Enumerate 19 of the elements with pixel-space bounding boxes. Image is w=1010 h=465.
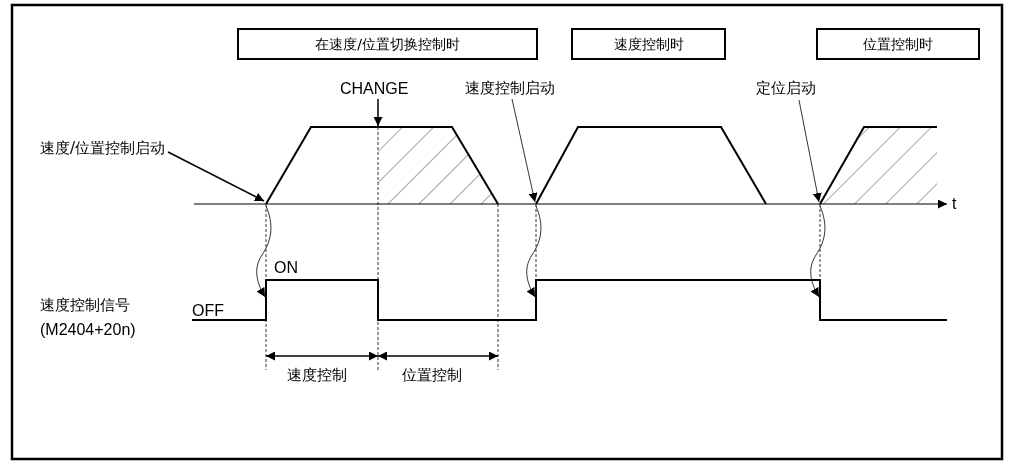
state-label: OFF [192,302,224,320]
leader-text: CHANGE [340,80,409,98]
leader-text: 定位启动 [756,79,816,97]
speed-curve [535,126,767,205]
dimension-label: 速度控制 [287,366,347,384]
dimension-label: 位置控制 [402,366,462,384]
leader-text: 速度/位置控制启动 [40,139,166,157]
leader-line [167,151,265,202]
phase-box: 位置控制时 [816,28,980,60]
speed-curve [819,126,938,205]
phase-box: 在速度/位置切换控制时 [237,28,538,60]
state-label: ON [274,259,298,277]
leader-line [373,98,383,127]
leader-text: 速度控制启动 [465,79,555,97]
signal-name: (M2404+20n) [40,321,136,339]
signal-name: 速度控制信号 [40,296,130,314]
axis-label: t [952,195,957,213]
phase-box: 速度控制时 [571,28,726,60]
speed-curve [265,126,499,205]
